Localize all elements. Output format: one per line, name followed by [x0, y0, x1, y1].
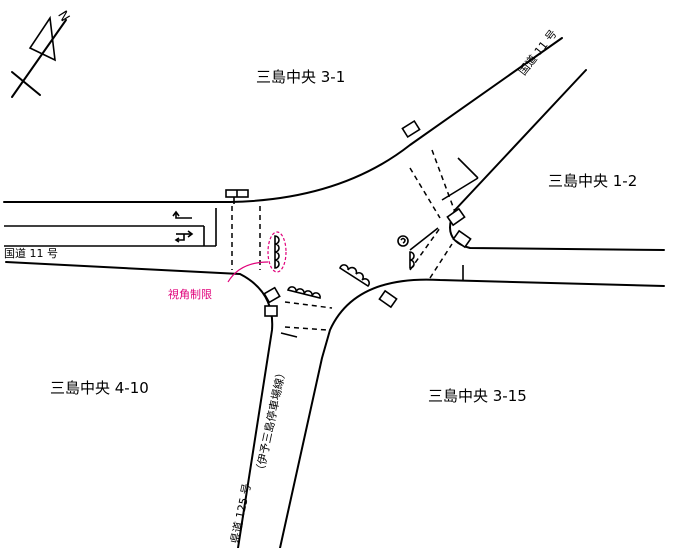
- north-label: N: [54, 8, 72, 24]
- road-label-prefectural-south: 県道 125 号: [227, 482, 253, 545]
- area-label-sw: 三島中央 4-10: [50, 379, 149, 397]
- visibility-restriction-marker: [227, 231, 287, 283]
- crosswalk-lines: [231, 149, 456, 331]
- road-label-national-ne: 国道 11 号: [515, 27, 559, 78]
- straight-and-left-arrow-icon: [174, 230, 194, 243]
- road-lines: [3, 37, 665, 548]
- left-turn-arrow-icon: [172, 210, 192, 219]
- traffic-signal-sw: [263, 286, 281, 317]
- scalloped-barrier-se: [339, 264, 371, 288]
- visibility-restriction-label: 視角制限: [168, 287, 212, 301]
- area-label-se: 三島中央 3-15: [428, 387, 527, 405]
- north-compass-icon: N: [11, 8, 72, 98]
- traffic-signal-nw: [225, 189, 249, 204]
- scalloped-barrier-ne: [409, 227, 439, 269]
- scalloped-barrier-west: [274, 235, 280, 269]
- road-label-national-west: 国道 11 号: [4, 246, 58, 260]
- mirror-icon: [397, 235, 409, 247]
- traffic-signal-north: [401, 119, 421, 139]
- traffic-signal-ne: [446, 207, 472, 249]
- area-label-ne: 三島中央 1-2: [548, 172, 637, 190]
- scalloped-barrier-south: [287, 286, 321, 299]
- area-label-nw: 三島中央 3-1: [256, 68, 345, 86]
- traffic-signal-se: [378, 289, 398, 309]
